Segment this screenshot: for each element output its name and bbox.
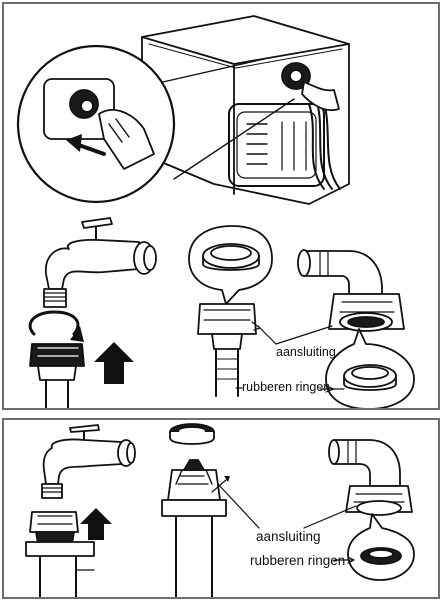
rubber-ring-bubble <box>348 514 414 580</box>
panel-bottom-illustration: aansluiting rubberen ringen <box>2 418 440 599</box>
rubber-ring-bubble <box>189 226 272 304</box>
label-connection: aansluiting <box>276 346 336 359</box>
label-connection: aansluiting <box>256 530 321 544</box>
arrow-up-icon <box>80 508 112 540</box>
water-tap <box>42 425 135 498</box>
washing-machine-hose-diagram-bottom <box>4 420 440 599</box>
leader-lines <box>218 484 356 563</box>
hose-coupling <box>30 344 84 410</box>
water-tap <box>44 218 156 307</box>
rubber-ring <box>170 424 214 444</box>
elbow-connector <box>298 250 404 331</box>
label-rubber-rings: rubberen ringen <box>242 381 330 394</box>
hose-end-coupling <box>162 460 226 599</box>
label-rubber-rings: rubberen ringen <box>250 554 345 568</box>
rubber-ring-bubble-right <box>326 329 414 409</box>
panel-top-illustration: aansluiting rubberen ringen <box>2 2 440 410</box>
elbow-connector <box>329 440 412 515</box>
arrow-up-icon <box>94 342 134 384</box>
washing-machine-hose-diagram-top <box>4 4 440 410</box>
rotate-arrow-icon <box>30 312 84 342</box>
hose-coupling <box>26 512 94 599</box>
